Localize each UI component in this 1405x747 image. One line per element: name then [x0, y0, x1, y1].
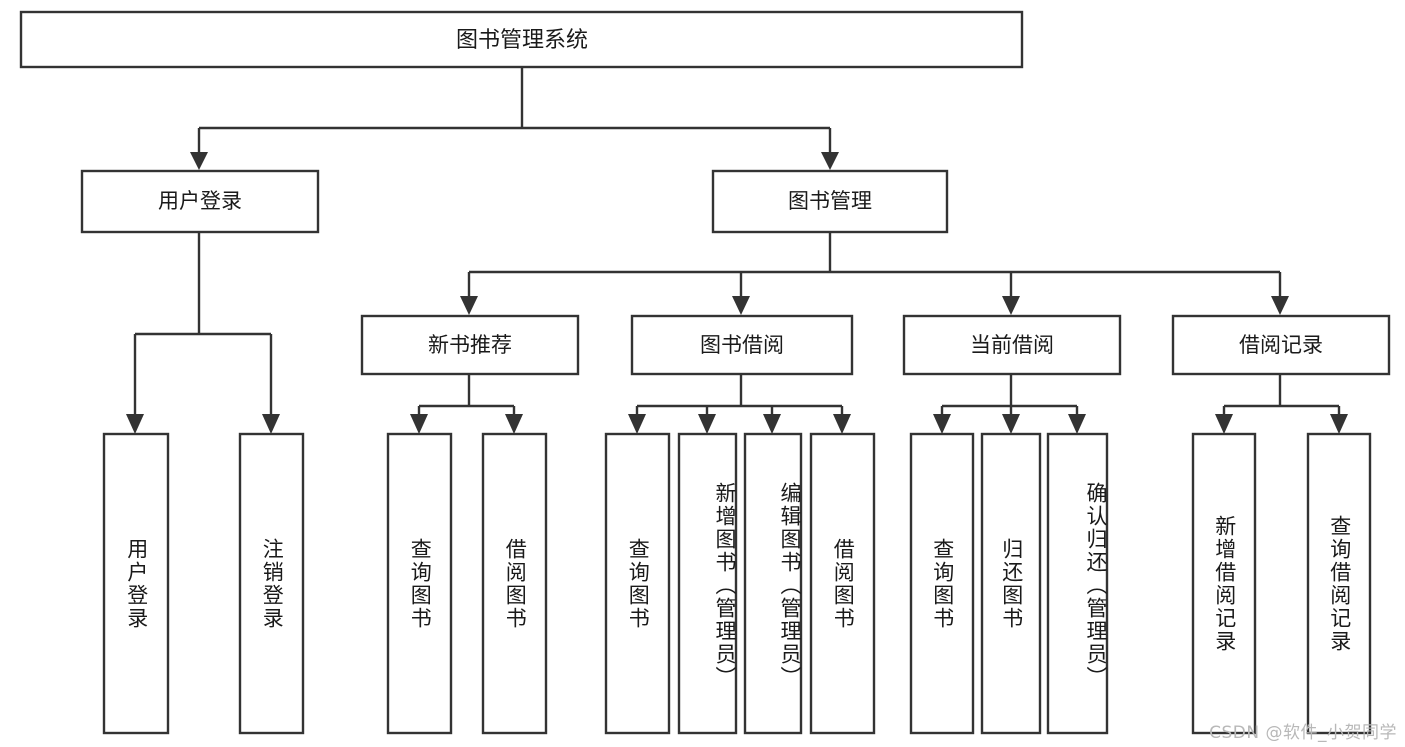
node-book-borrow[interactable]: 图书借阅 [630, 314, 854, 376]
node-borrow-record[interactable]: 借阅记录 [1171, 314, 1391, 376]
node-leaf-add-record-box[interactable] [1191, 432, 1257, 735]
node-leaf-query-book-1-box[interactable] [386, 432, 453, 735]
arrowhead-leaf-add-record [1215, 414, 1233, 434]
node-borrow-record-label: 借阅记录 [1239, 333, 1323, 357]
node-user-login-box[interactable] [80, 169, 320, 234]
arrowhead-book-borrow [732, 296, 750, 315]
arrowhead-borrow-record [1271, 296, 1289, 315]
arrowhead-new-book-rec [460, 296, 478, 315]
node-book-manage-label: 图书管理 [788, 189, 872, 213]
node-leaf-borrow-book-2-box[interactable] [809, 432, 876, 735]
arrowhead-leaf-return-book [1002, 414, 1020, 434]
arrowhead-leaf-logout [262, 414, 280, 434]
arrowhead-leaf-borrow-book-2 [833, 414, 851, 434]
arrowhead-leaf-add-book [698, 414, 716, 434]
node-book-borrow-label: 图书借阅 [700, 333, 784, 357]
node-root[interactable]: 图书管理系统 [19, 10, 1024, 69]
node-leaf-query-book-3-box[interactable] [909, 432, 975, 735]
arrowhead-leaf-query-book-3 [933, 414, 951, 434]
node-leaf-logout-box[interactable] [238, 432, 305, 735]
node-root-box[interactable] [19, 10, 1024, 69]
arrowhead-leaf-borrow-book-1 [505, 414, 523, 434]
arrowhead-current-borrow [1002, 296, 1020, 315]
node-book-manage-box[interactable] [711, 169, 949, 234]
arrowhead-leaf-confirm-return [1068, 414, 1086, 434]
arrowhead-leaf-query-book-1 [410, 414, 428, 434]
node-new-book-rec[interactable]: 新书推荐 [360, 314, 580, 376]
arrowhead-leaf-edit-book [763, 414, 781, 434]
node-leaf-return-book-box[interactable] [980, 432, 1042, 735]
node-leaf-borrow-book-1-box[interactable] [481, 432, 548, 735]
node-borrow-record-box[interactable] [1171, 314, 1391, 376]
arrowhead-leaf-user-login [126, 414, 144, 434]
node-leaf-user-login-box[interactable] [102, 432, 170, 735]
arrowhead-book-manage [821, 152, 839, 170]
node-current-borrow-label: 当前借阅 [970, 333, 1054, 357]
node-book-borrow-box[interactable] [630, 314, 854, 376]
node-leaf-query-book-2-box[interactable] [604, 432, 671, 735]
node-current-borrow[interactable]: 当前借阅 [902, 314, 1122, 376]
node-leaf-confirm-return-box[interactable] [1046, 432, 1109, 735]
node-leaf-edit-book-box[interactable] [743, 432, 803, 735]
csdn-watermark: CSDN @软件_小贺同学 [1209, 723, 1397, 743]
node-leaf-query-record-box[interactable] [1306, 432, 1372, 735]
arrowhead-leaf-query-record [1330, 414, 1348, 434]
arrowhead-user-login [190, 152, 208, 170]
node-leaf-add-book-box[interactable] [677, 432, 738, 735]
edge-group [126, 68, 1348, 434]
node-new-book-rec-label: 新书推荐 [428, 333, 512, 357]
arrowhead-leaf-query-book-2 [628, 414, 646, 434]
node-root-label: 图书管理系统 [456, 28, 588, 53]
node-book-manage[interactable]: 图书管理 [711, 169, 949, 234]
node-user-login[interactable]: 用户登录 [80, 169, 320, 234]
node-user-login-label: 用户登录 [158, 189, 242, 213]
node-current-borrow-box[interactable] [902, 314, 1122, 376]
node-new-book-rec-box[interactable] [360, 314, 580, 376]
